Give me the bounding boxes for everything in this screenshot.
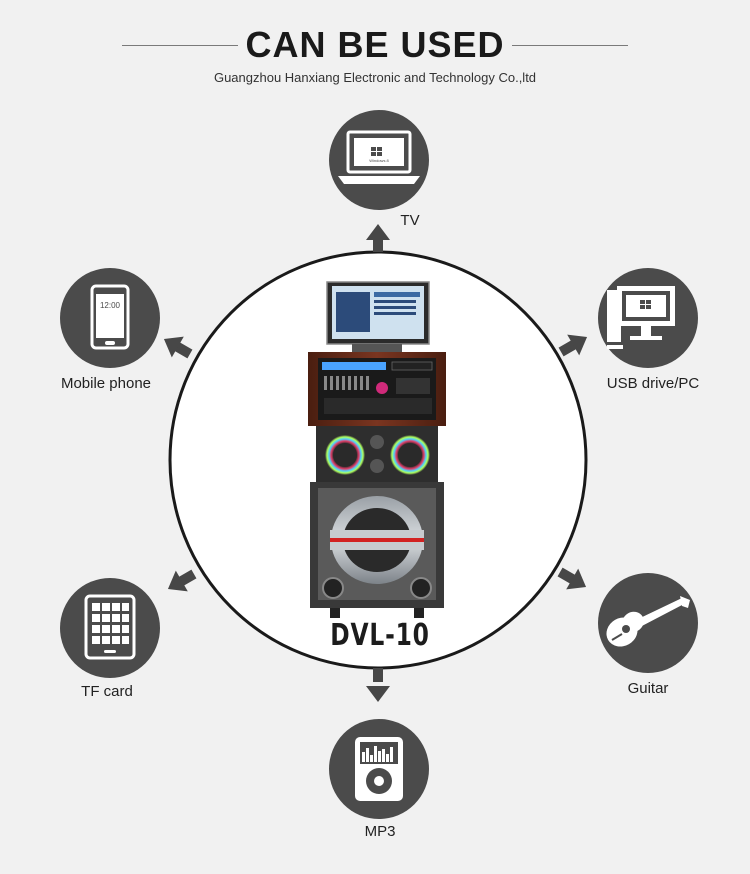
label-mp3: MP3 <box>364 823 396 840</box>
desktop-pc-icon <box>598 268 698 368</box>
title-rule-left <box>122 45 238 46</box>
svg-text:12:00: 12:00 <box>100 301 121 310</box>
label-mobile-phone: Mobile phone <box>60 375 152 392</box>
label-tv: TV <box>400 212 420 229</box>
arrow-usb-icon <box>558 334 588 357</box>
arrow-mobile-icon <box>163 336 193 359</box>
product-model-name: DVL-10 <box>330 618 430 653</box>
arrow-mp3-icon <box>366 668 390 702</box>
arrow-guitar-icon <box>557 567 587 590</box>
label-tf-card: TF card <box>81 683 133 700</box>
mp3-player-icon <box>329 719 429 819</box>
guitar-icon <box>598 573 698 673</box>
tablet-icon <box>60 578 160 678</box>
speaker-product-image <box>308 281 446 618</box>
arrow-tf-icon <box>167 569 197 592</box>
label-usb-drive-pc: USB drive/PC <box>606 375 700 392</box>
smartphone-icon: 12:00 <box>60 268 160 368</box>
arrows <box>163 224 588 702</box>
page-title: CAN BE USED <box>245 24 505 65</box>
title-rule-right <box>512 45 628 46</box>
arrow-tv-icon <box>366 224 390 252</box>
company-name: Guangzhou Hanxiang Electronic and Techno… <box>213 70 537 85</box>
svg-text:Windows 8: Windows 8 <box>369 158 389 163</box>
laptop-icon: Windows 8 <box>329 110 429 210</box>
label-guitar: Guitar <box>627 680 669 697</box>
